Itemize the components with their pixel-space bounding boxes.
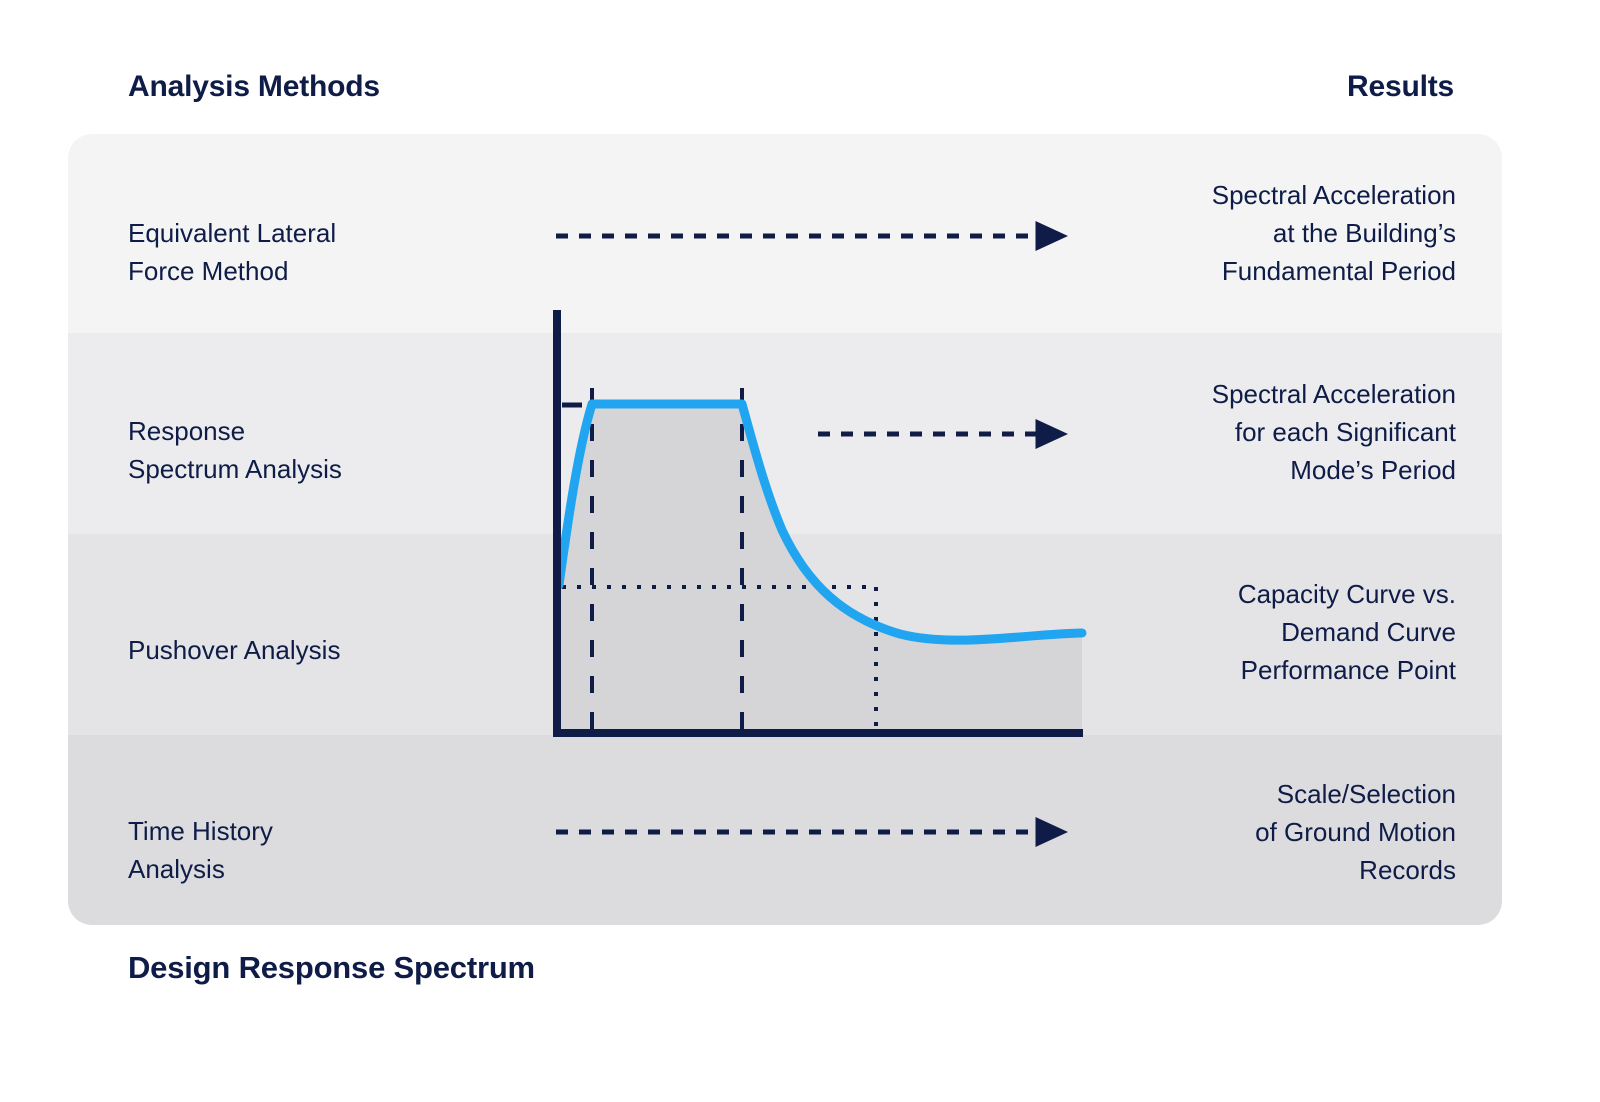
method-label-pushover-analysis: Pushover Analysis xyxy=(128,631,528,669)
method-line: Force Method xyxy=(128,256,289,286)
result-line: Capacity Curve vs. xyxy=(1237,579,1456,609)
method-label-response-spectrum-analysis: Response Spectrum Analysis xyxy=(128,412,528,488)
method-line: Time History xyxy=(128,816,273,846)
result-line: of Ground Motion xyxy=(1255,817,1456,847)
method-line: Equivalent Lateral xyxy=(128,218,337,248)
result-label-capacity-demand-curve: Capacity Curve vs. Demand Curve Performa… xyxy=(1036,575,1456,689)
methods-results-card: Equivalent Lateral Force Method Response… xyxy=(68,134,1502,925)
result-line: Spectral Acceleration xyxy=(1211,379,1456,409)
method-line: Pushover Analysis xyxy=(128,635,341,665)
result-line: Spectral Acceleration xyxy=(1211,180,1456,210)
result-line: Scale/Selection xyxy=(1276,779,1456,809)
result-line: Mode’s Period xyxy=(1290,455,1456,485)
result-line: Demand Curve xyxy=(1281,617,1456,647)
method-label-equivalent-lateral-force: Equivalent Lateral Force Method xyxy=(128,214,528,290)
method-label-time-history-analysis: Time History Analysis xyxy=(128,812,528,888)
chart-caption: Design Response Spectrum xyxy=(128,950,535,985)
method-line: Analysis xyxy=(128,854,225,884)
result-line: Records xyxy=(1359,855,1456,885)
result-line: for each Significant xyxy=(1234,417,1456,447)
method-line: Spectrum Analysis xyxy=(128,454,342,484)
column-header-analysis-methods: Analysis Methods xyxy=(128,70,380,103)
method-line: Response xyxy=(128,416,246,446)
result-label-spectral-acceleration-fundamental-period: Spectral Acceleration at the Building’s … xyxy=(1036,176,1456,290)
column-header-results: Results xyxy=(1347,70,1454,103)
result-line: Performance Point xyxy=(1240,655,1456,685)
result-line: Fundamental Period xyxy=(1221,256,1456,286)
result-label-spectral-acceleration-modes-period: Spectral Acceleration for each Significa… xyxy=(1036,375,1456,489)
result-label-scale-selection-ground-motion: Scale/Selection of Ground Motion Records xyxy=(1036,775,1456,889)
result-line: at the Building’s xyxy=(1272,218,1456,248)
